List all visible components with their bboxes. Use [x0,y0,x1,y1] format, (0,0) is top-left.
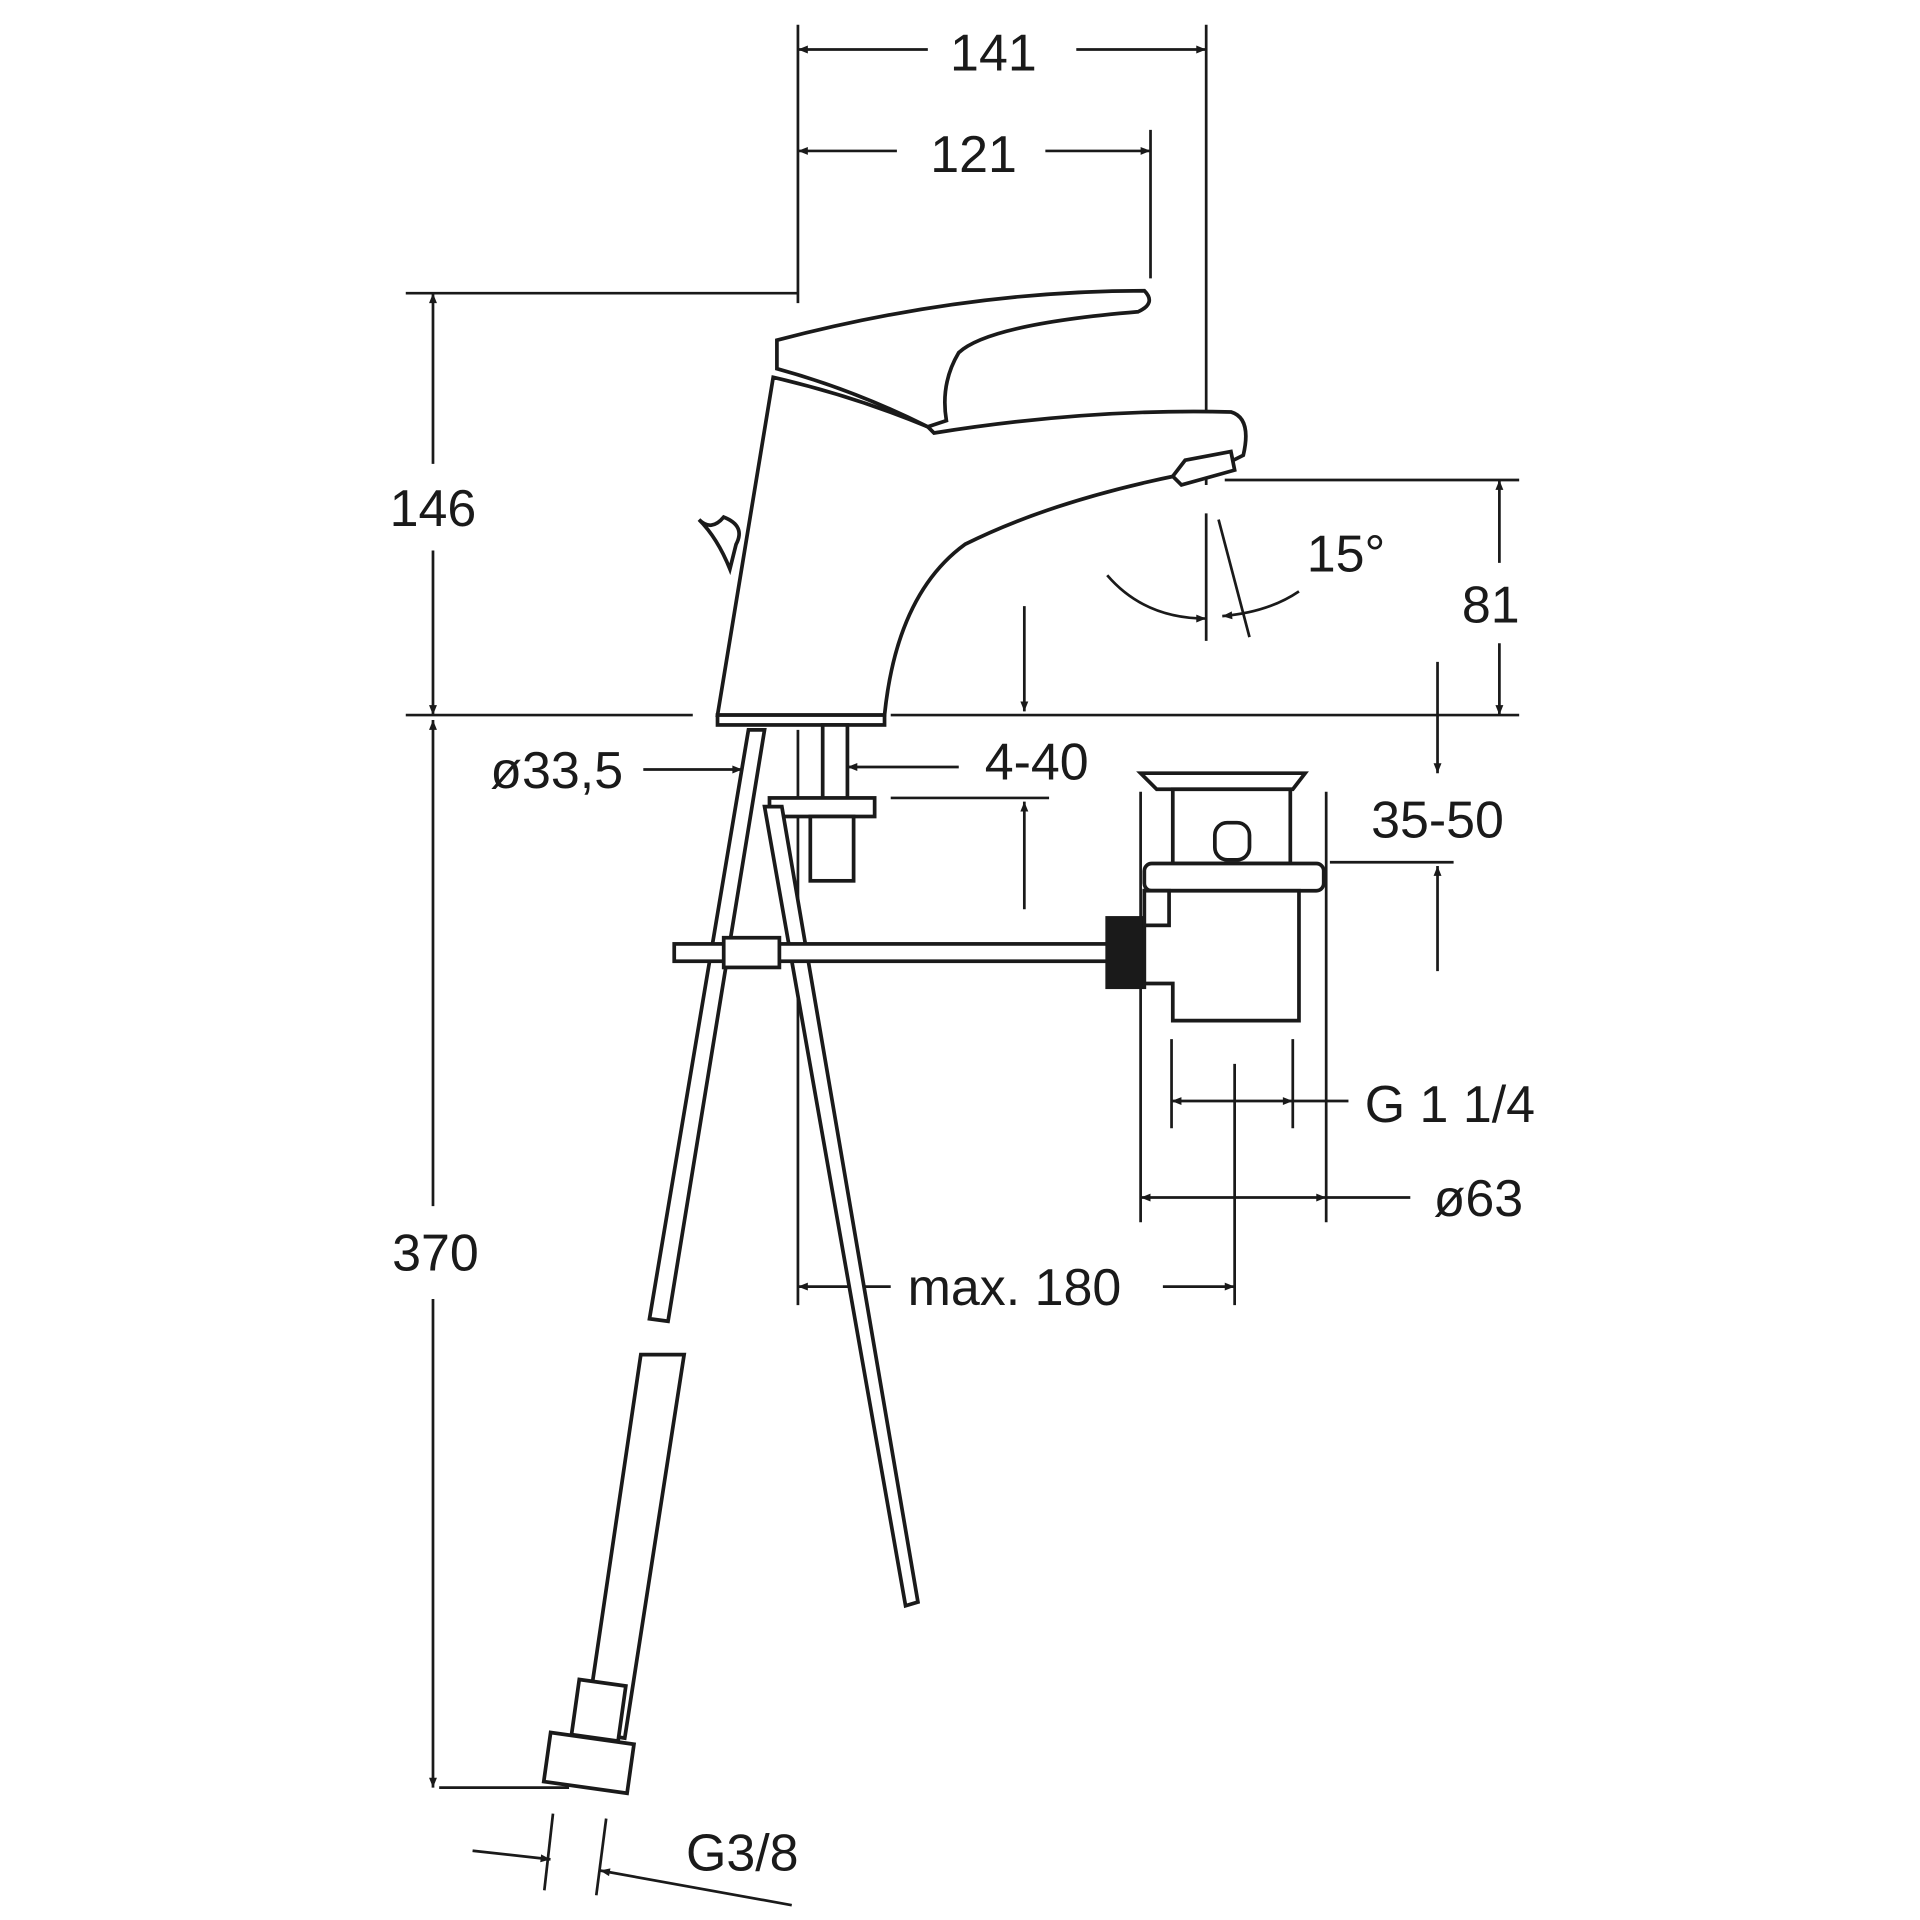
label-deck-thickness: 4-40 [985,733,1089,791]
label-height: 146 [390,480,477,538]
label-waste-thread: G 1 1/4 [1365,1076,1535,1134]
mounting-parts [767,723,877,883]
faucet-body [697,288,1248,727]
aerator [1170,449,1237,488]
extension-lines [405,24,1520,1896]
label-mounting-hole: ø33,5 [490,742,623,800]
popup-rod [672,916,1147,990]
label-hose-connection: G3/8 [686,1825,799,1883]
label-hose-length: 370 [392,1225,479,1283]
hose-nut [541,1730,637,1796]
label-overall-depth: 141 [950,25,1037,83]
label-basin-thickness: 35-50 [1371,792,1504,850]
label-lever-depth: 121 [930,126,1017,184]
dimension-labels: 141 121 146 370 81 15° ø33,5 4-40 35-50 … [390,25,1535,1883]
label-waste-flange: ø63 [1434,1170,1524,1228]
waste-assembly [1136,771,1326,1023]
lever-handle [775,288,1152,429]
label-rod-reach: max. 180 [908,1259,1122,1317]
dimension-lines [429,45,1504,1907]
popup-knob [697,514,741,576]
label-spout-height: 81 [1462,576,1520,634]
hoses [541,728,921,1796]
label-swivel-angle: 15° [1307,526,1386,584]
